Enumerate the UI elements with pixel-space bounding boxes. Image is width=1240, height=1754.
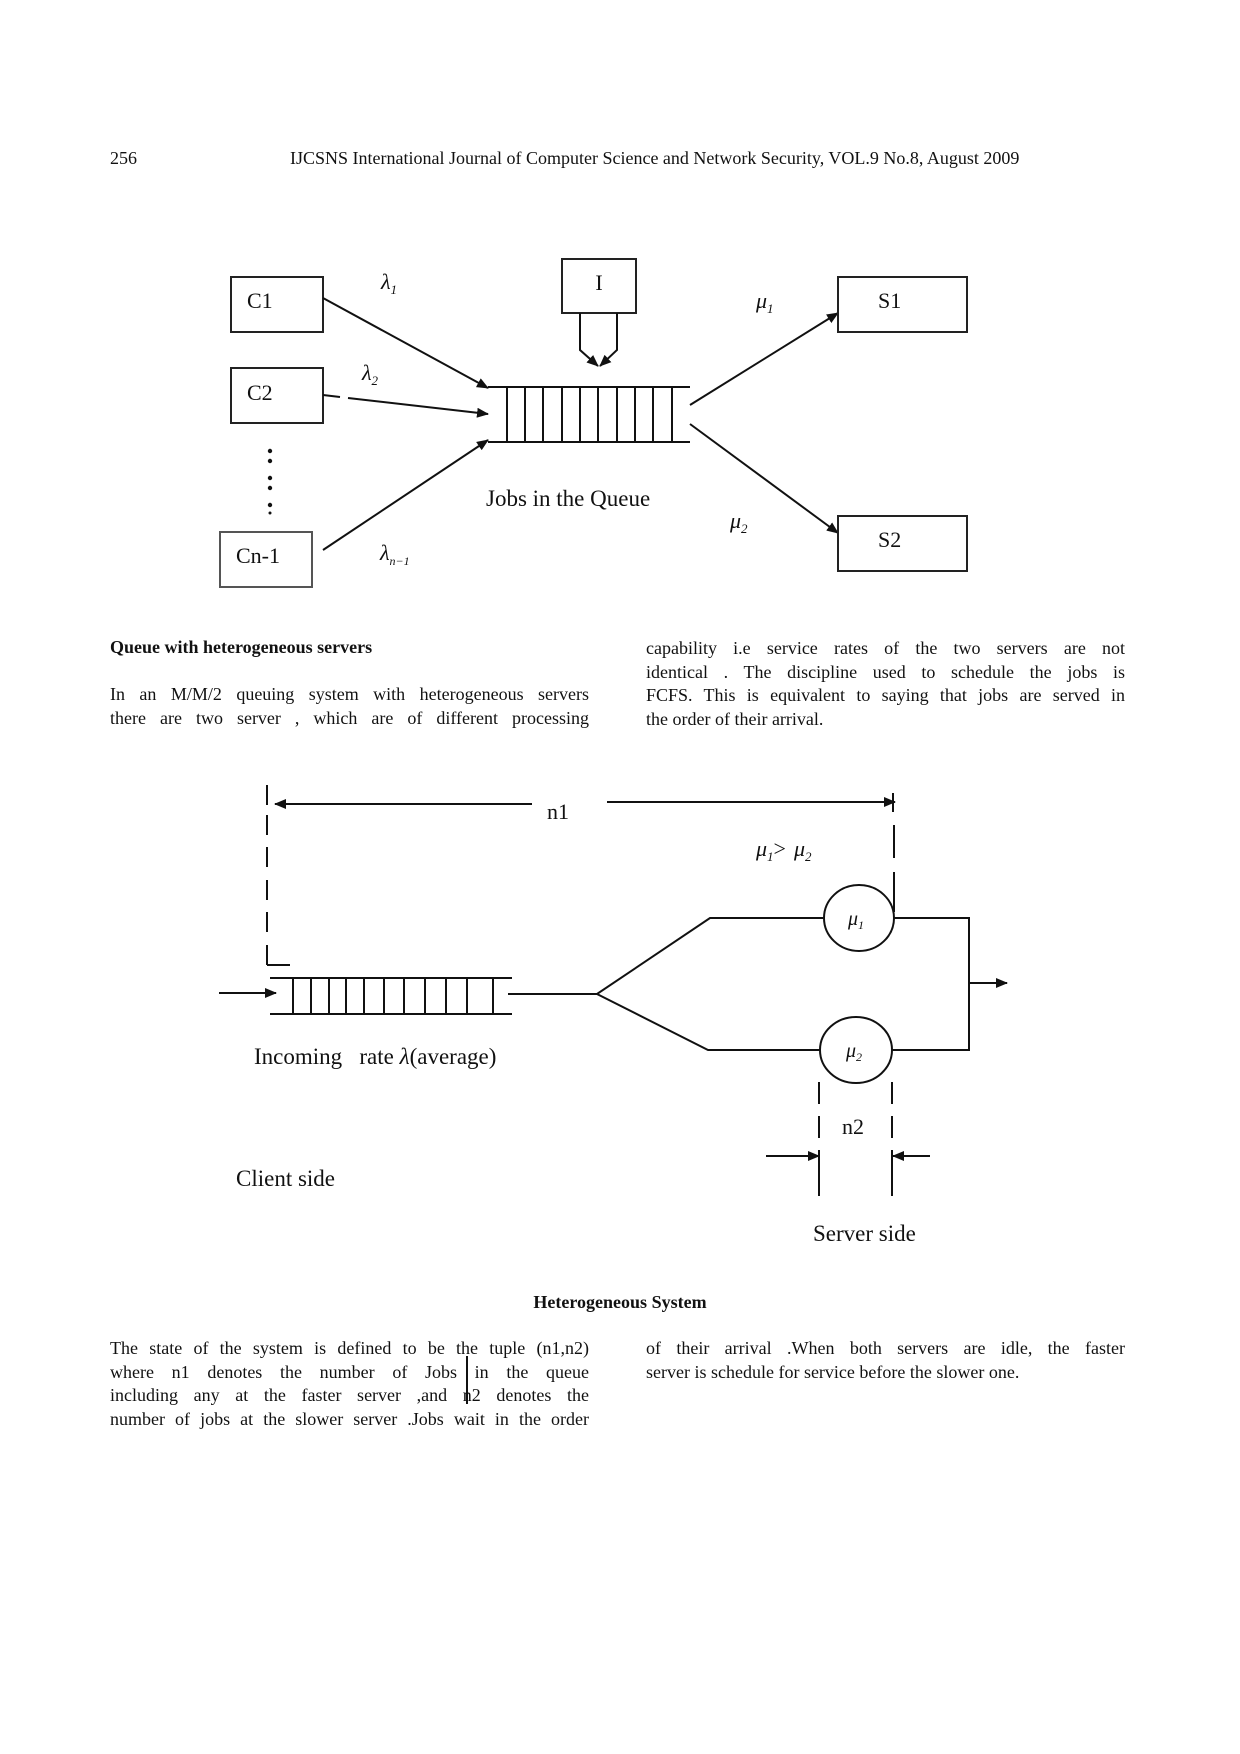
branch-to-server-1 <box>508 917 823 995</box>
text-line: number of jobs at the slower server .Job… <box>110 1408 589 1429</box>
body-right-paragraph: of their arrival .When both servers are … <box>646 1337 1125 1384</box>
svg-text:μ1: μ1 <box>847 908 864 932</box>
client-queue <box>270 977 512 1015</box>
n2-label: n2 <box>842 1114 864 1139</box>
arrow-cn-to-queue <box>322 439 489 551</box>
svg-text:Cn-1: Cn-1 <box>236 543 280 568</box>
journal-header: IJCSNS International Journal of Computer… <box>290 148 1020 168</box>
input-box-i: I <box>561 258 637 367</box>
text-line: there are two server , which are of diff… <box>110 707 589 728</box>
arrow-c1-to-queue <box>322 297 489 389</box>
client-box-c1: C1 <box>230 276 324 333</box>
figure-client-server-queue: C1 C2 Cn-1 λ1 λ2 λn−1 I <box>219 258 968 588</box>
svg-text:μ2: μ2 <box>845 1040 862 1064</box>
incoming-rate-label: Incoming rate λ(average) <box>254 1044 496 1069</box>
client-box-c2: C2 <box>230 367 324 424</box>
merge-line <box>892 917 970 1051</box>
text-line: capability i.e service rates of the two … <box>646 638 1125 658</box>
queue-label: Jobs in the Queue <box>486 486 650 511</box>
server-box-s1: S1 <box>837 276 968 333</box>
job-queue <box>488 386 690 443</box>
text-line: In an M/M/2 queuing system with heteroge… <box>110 684 589 704</box>
figure-heterogeneous-system: n1 μ1>μ2 μ1 μ2 n2 Incoming rate <box>219 785 1008 1246</box>
server-1-circle: μ1 <box>823 884 895 952</box>
body-left-paragraph: The state of the system is defined to be… <box>110 1337 589 1431</box>
svg-text:S1: S1 <box>878 288 901 313</box>
server-2-circle: μ2 <box>819 1016 893 1084</box>
arrow-c2-to-queue <box>347 397 489 418</box>
inequality-label: μ1>μ2 <box>755 836 812 864</box>
server-box-s2: S2 <box>837 515 968 572</box>
text-line: including any at the faster server ,and … <box>110 1385 589 1405</box>
lambda-1-label: λ1 <box>380 269 397 297</box>
text-line: identical . The discipline used to sched… <box>646 661 1125 682</box>
client-box-cn-1: Cn-1 <box>219 531 313 588</box>
text-line: server is schedule for service before th… <box>646 1361 1020 1382</box>
mu-2-label: μ2 <box>729 508 748 536</box>
page-number: 256 <box>110 148 137 168</box>
lambda-n-1-label: λn−1 <box>379 540 410 568</box>
n1-label: n1 <box>547 799 569 824</box>
svg-text:S2: S2 <box>878 527 901 552</box>
mu-1-label: μ1 <box>755 288 774 316</box>
text-line: of their arrival .When both servers are … <box>646 1338 1125 1358</box>
server-side-label: Server side <box>813 1221 916 1246</box>
stray-vertical-line <box>466 1356 468 1404</box>
text-line: the order of their arrival. <box>646 708 824 729</box>
branch-to-server-2 <box>596 993 820 1051</box>
ellipsis-dots <box>267 448 273 515</box>
client-side-label: Client side <box>236 1166 335 1191</box>
text-line: FCFS. This is equivalent to saying that … <box>646 685 1125 705</box>
svg-text:I: I <box>595 270 602 295</box>
arrow-queue-to-s2 <box>689 423 839 534</box>
svg-text:C2: C2 <box>247 380 273 405</box>
figure-caption: Heterogeneous System <box>533 1292 707 1312</box>
text-line: The state of the system is defined to be… <box>110 1338 589 1358</box>
section-left-paragraph: In an M/M/2 queuing system with heteroge… <box>110 683 589 730</box>
section-right-paragraph: capability i.e service rates of the two … <box>646 637 1125 731</box>
arrow-queue-to-s1 <box>689 312 839 406</box>
text-line: where n1 denotes the number of Jobs in t… <box>110 1361 589 1382</box>
lambda-2-label: λ2 <box>361 360 379 388</box>
section-heading: Queue with heterogeneous servers <box>110 637 373 657</box>
svg-text:C1: C1 <box>247 288 273 313</box>
dashed-boundary-left <box>266 785 290 966</box>
